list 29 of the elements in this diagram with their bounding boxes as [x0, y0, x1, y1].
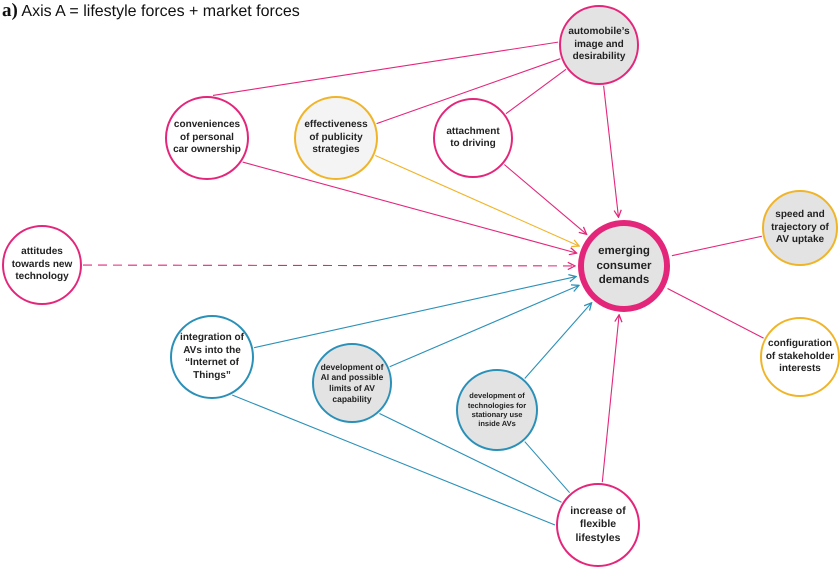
node-label: speed and trajectory of AV uptake: [770, 209, 830, 247]
arrow: [524, 302, 592, 379]
arrow: [254, 274, 577, 348]
connector-line: [506, 68, 566, 114]
diagram-title: a) Axis A = lifestyle forces + market forces: [2, 0, 300, 22]
connector-line: [667, 288, 764, 339]
node-label: attachment to driving: [445, 126, 501, 150]
connector-line: [672, 236, 762, 256]
node-label: conveniences of personal car ownership: [172, 119, 242, 157]
connector-line: [376, 58, 561, 124]
connector-line: [524, 441, 570, 494]
arrow: [602, 314, 623, 482]
node-label: emerging consumer demands: [596, 244, 652, 288]
arrow: [375, 154, 580, 248]
node-label: integration of AVs into the “Internet of Things”: [179, 332, 245, 382]
connector-line: [379, 412, 562, 503]
node-label: effectiveness of publicity strategies: [303, 119, 369, 157]
node-label: attitudes towards new technology: [11, 246, 73, 284]
arrow: [504, 164, 588, 235]
arrow: [389, 284, 580, 368]
connector-line: [232, 394, 556, 526]
node-label: increase of flexible lifestyles: [569, 505, 627, 545]
node-label: configuration of stakeholder interests: [765, 338, 835, 376]
arrow: [603, 86, 622, 218]
arrow: [242, 162, 578, 256]
node-label: automobile’s image and desirability: [567, 26, 631, 64]
connector-line: [212, 42, 558, 96]
dashed-arrow: [83, 262, 576, 270]
node-label: development of AI and possible limits of AV capability: [320, 362, 384, 404]
